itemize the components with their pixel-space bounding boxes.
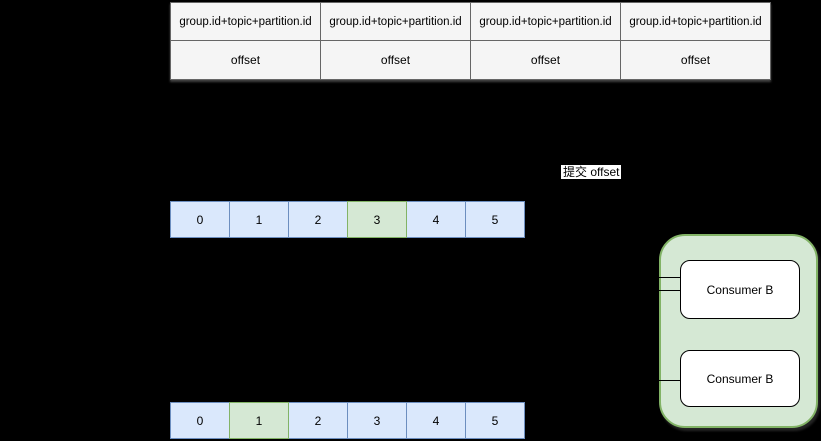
partition-cell: 4 <box>406 402 466 439</box>
partition-cell: 1 <box>229 201 289 238</box>
consumer-box: Consumer B <box>680 260 800 319</box>
partition-cell: 5 <box>465 201 525 238</box>
table-offset-row: offset offset offset offset <box>170 40 771 80</box>
partition-row-top: 0 1 2 3 4 5 <box>170 201 525 238</box>
table-offset-cell: offset <box>170 40 321 80</box>
table-key-cell: group.id+topic+partition.id <box>470 2 621 41</box>
partition-cell: 0 <box>170 402 230 439</box>
commit-offset-label: 提交 offset <box>561 165 622 179</box>
partition-cell: 2 <box>288 201 348 238</box>
table-offset-cell: offset <box>320 40 471 80</box>
partition-cell: 4 <box>406 201 466 238</box>
partition-cell-highlighted: 3 <box>347 201 407 238</box>
partition-row-bottom: 0 1 2 3 4 5 <box>170 402 525 439</box>
partition-cell-highlighted: 1 <box>229 402 289 439</box>
partition-cell: 2 <box>288 402 348 439</box>
table-key-cell: group.id+topic+partition.id <box>620 2 771 41</box>
connector-line <box>658 277 681 278</box>
table-key-cell: group.id+topic+partition.id <box>170 2 321 41</box>
table-key-row: group.id+topic+partition.id group.id+top… <box>170 2 771 41</box>
connector-line <box>658 380 681 381</box>
partition-cell: 3 <box>347 402 407 439</box>
connector-line <box>658 290 681 291</box>
consumer-box: Consumer B <box>680 350 800 407</box>
table-key-cell: group.id+topic+partition.id <box>320 2 471 41</box>
table-offset-cell: offset <box>470 40 621 80</box>
partition-cell: 0 <box>170 201 230 238</box>
table-offset-cell: offset <box>620 40 771 80</box>
offset-mapping-table: group.id+topic+partition.id group.id+top… <box>170 2 771 80</box>
partition-cell: 5 <box>465 402 525 439</box>
